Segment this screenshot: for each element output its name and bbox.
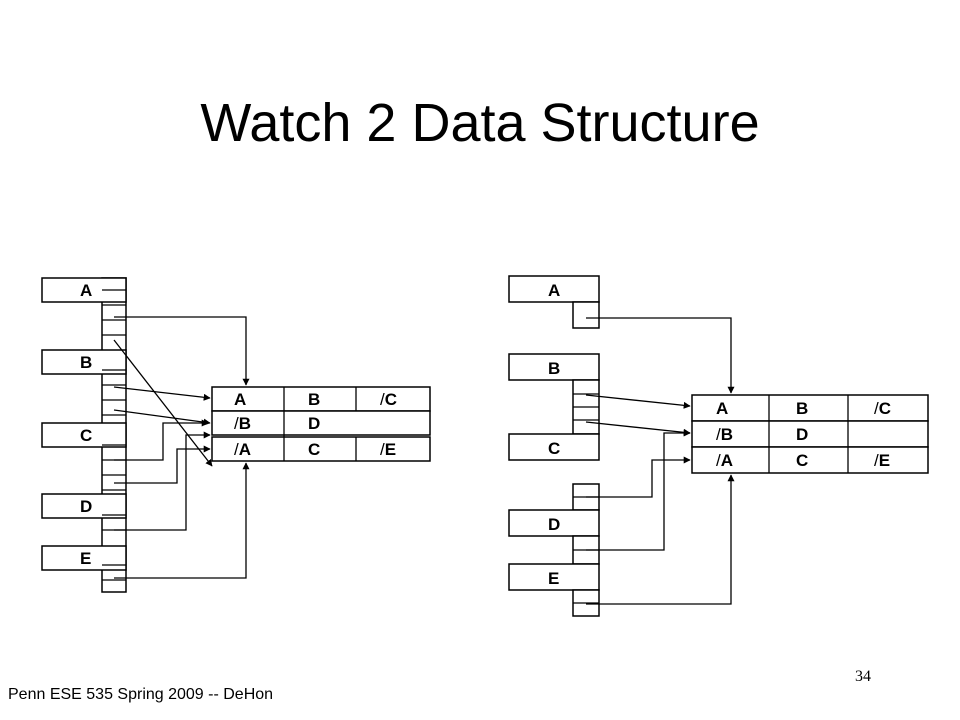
watch-arrow-c — [114, 419, 209, 461]
watch-arrow-a-neg — [113, 339, 213, 467]
clause-row-3 — [691, 446, 929, 474]
clause-literal: D — [308, 414, 320, 433]
clause-literal: /B — [234, 414, 251, 433]
clause-literal: /C — [874, 399, 891, 418]
watch-arrow-b — [113, 386, 211, 401]
clause-literal: C — [308, 440, 320, 459]
clause-literal: B — [308, 390, 320, 409]
clause-literal: /C — [380, 390, 397, 409]
page-number: 34 — [855, 668, 871, 685]
variable-label-a: A — [548, 281, 560, 300]
clause-literal: /E — [380, 440, 396, 459]
watch-arrow-b — [585, 394, 691, 409]
variable-box-c — [41, 422, 127, 448]
variable-box-b — [508, 353, 600, 381]
clause-row-1 — [691, 394, 929, 422]
clause-literal: A — [234, 390, 246, 409]
clause-literal: /A — [234, 440, 251, 459]
clause-literal: D — [796, 425, 808, 444]
clause-literal: B — [796, 399, 808, 418]
clause-row-2 — [691, 420, 929, 448]
slide-title: Watch 2 Data Structure — [200, 93, 760, 153]
variable-label-d: D — [548, 515, 560, 534]
variable-label-e: E — [548, 569, 559, 588]
variable-label-b: B — [80, 353, 92, 372]
watch-slot-a — [572, 301, 600, 329]
variable-label-d: D — [80, 497, 92, 516]
variable-box-d — [508, 509, 600, 537]
variable-label-a: A — [80, 281, 92, 300]
variable-label-e: E — [80, 549, 91, 568]
variable-box-a — [508, 275, 600, 303]
clause-literal: /A — [716, 451, 733, 470]
variable-box-d — [41, 493, 127, 519]
clause-literal: /B — [716, 425, 733, 444]
clause-row-3 — [211, 436, 431, 462]
clause-literal: C — [796, 451, 808, 470]
clause-literal: A — [716, 399, 728, 418]
watch-arrow-e — [114, 462, 250, 579]
variable-label-c: C — [548, 439, 560, 458]
variable-box-c — [508, 433, 600, 461]
watch-arrow-a — [114, 316, 250, 386]
watch-arrow-d — [114, 431, 211, 531]
watch-arrow-c-neg — [586, 456, 691, 498]
variable-label-b: B — [548, 359, 560, 378]
watch-arrow-d — [586, 429, 691, 551]
watch-arrow-a — [586, 317, 735, 394]
clause-literal: /E — [874, 451, 890, 470]
variable-label-c: C — [80, 426, 92, 445]
clause-row-1 — [211, 386, 431, 412]
variable-box-e — [41, 545, 127, 571]
watch-arrow-e — [586, 474, 735, 605]
footer-text: Penn ESE 535 Spring 2009 -- DeHon — [8, 686, 274, 703]
clause-row-2 — [211, 410, 431, 436]
watch-arrow-b-neg — [113, 409, 211, 426]
variable-box-e — [508, 563, 600, 591]
watch-arrow-b-neg — [585, 421, 691, 436]
watch-arrow-c-neg — [114, 445, 211, 484]
